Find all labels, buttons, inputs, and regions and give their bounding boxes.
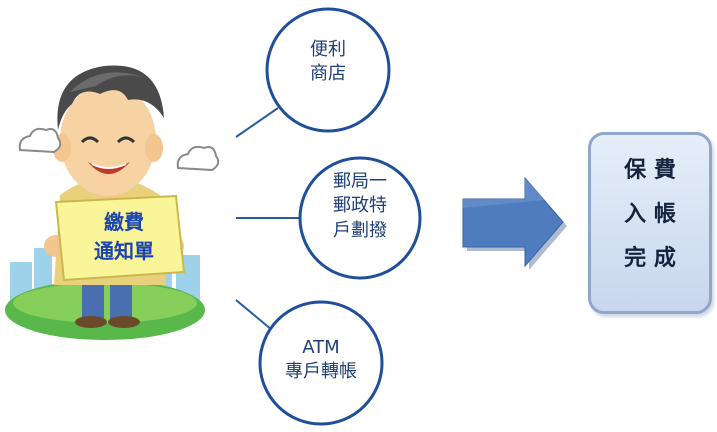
payment-notice-sign-text: 繳費 通知單	[94, 210, 154, 263]
right-arrow-icon	[462, 176, 567, 270]
result-box	[588, 132, 712, 314]
connector-lines	[235, 107, 303, 331]
connector-bottom	[235, 299, 273, 331]
channel-circles	[258, 7, 422, 426]
circle-post-office	[298, 156, 422, 280]
channel-convenience-store-label: 便利 商店	[310, 39, 346, 85]
channel-post-office-label: 郵局一 郵政特 戶劃撥	[333, 171, 387, 241]
connector-top	[235, 107, 279, 138]
channel-atm-label: ATM 專戶轉帳	[285, 337, 357, 383]
man-holding-bill-icon	[5, 65, 220, 340]
circle-atm	[258, 300, 384, 426]
circle-convenience-store	[265, 7, 391, 133]
result-label: 保 費 入 帳 完 成	[624, 157, 676, 271]
